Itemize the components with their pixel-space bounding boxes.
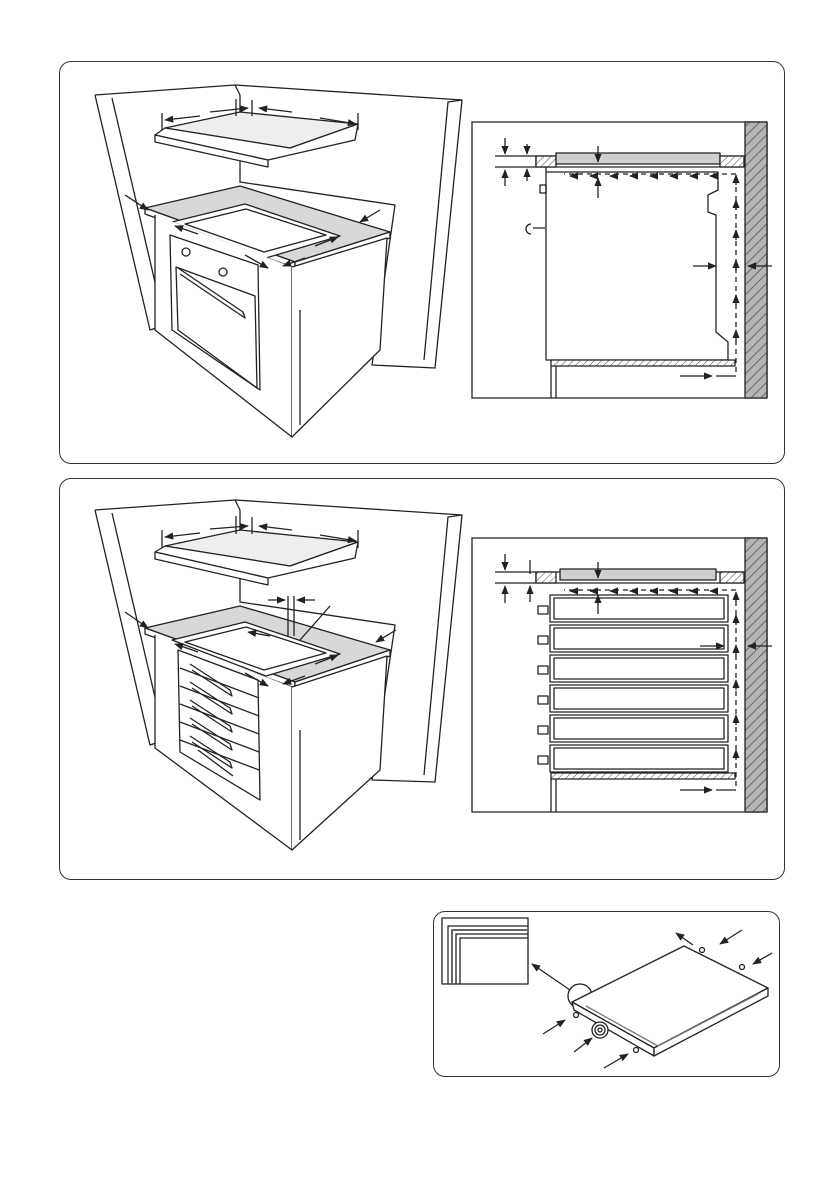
hatched-wall (745, 122, 767, 398)
gasket-application (442, 918, 772, 1068)
hatched-wall (745, 538, 767, 812)
perspective-cabinet-drawers (95, 500, 462, 850)
side-section-oven (472, 122, 772, 398)
perspective-cabinet-oven (95, 85, 462, 437)
side-section-drawers (472, 538, 772, 812)
gasket-corner-detail (442, 918, 528, 984)
